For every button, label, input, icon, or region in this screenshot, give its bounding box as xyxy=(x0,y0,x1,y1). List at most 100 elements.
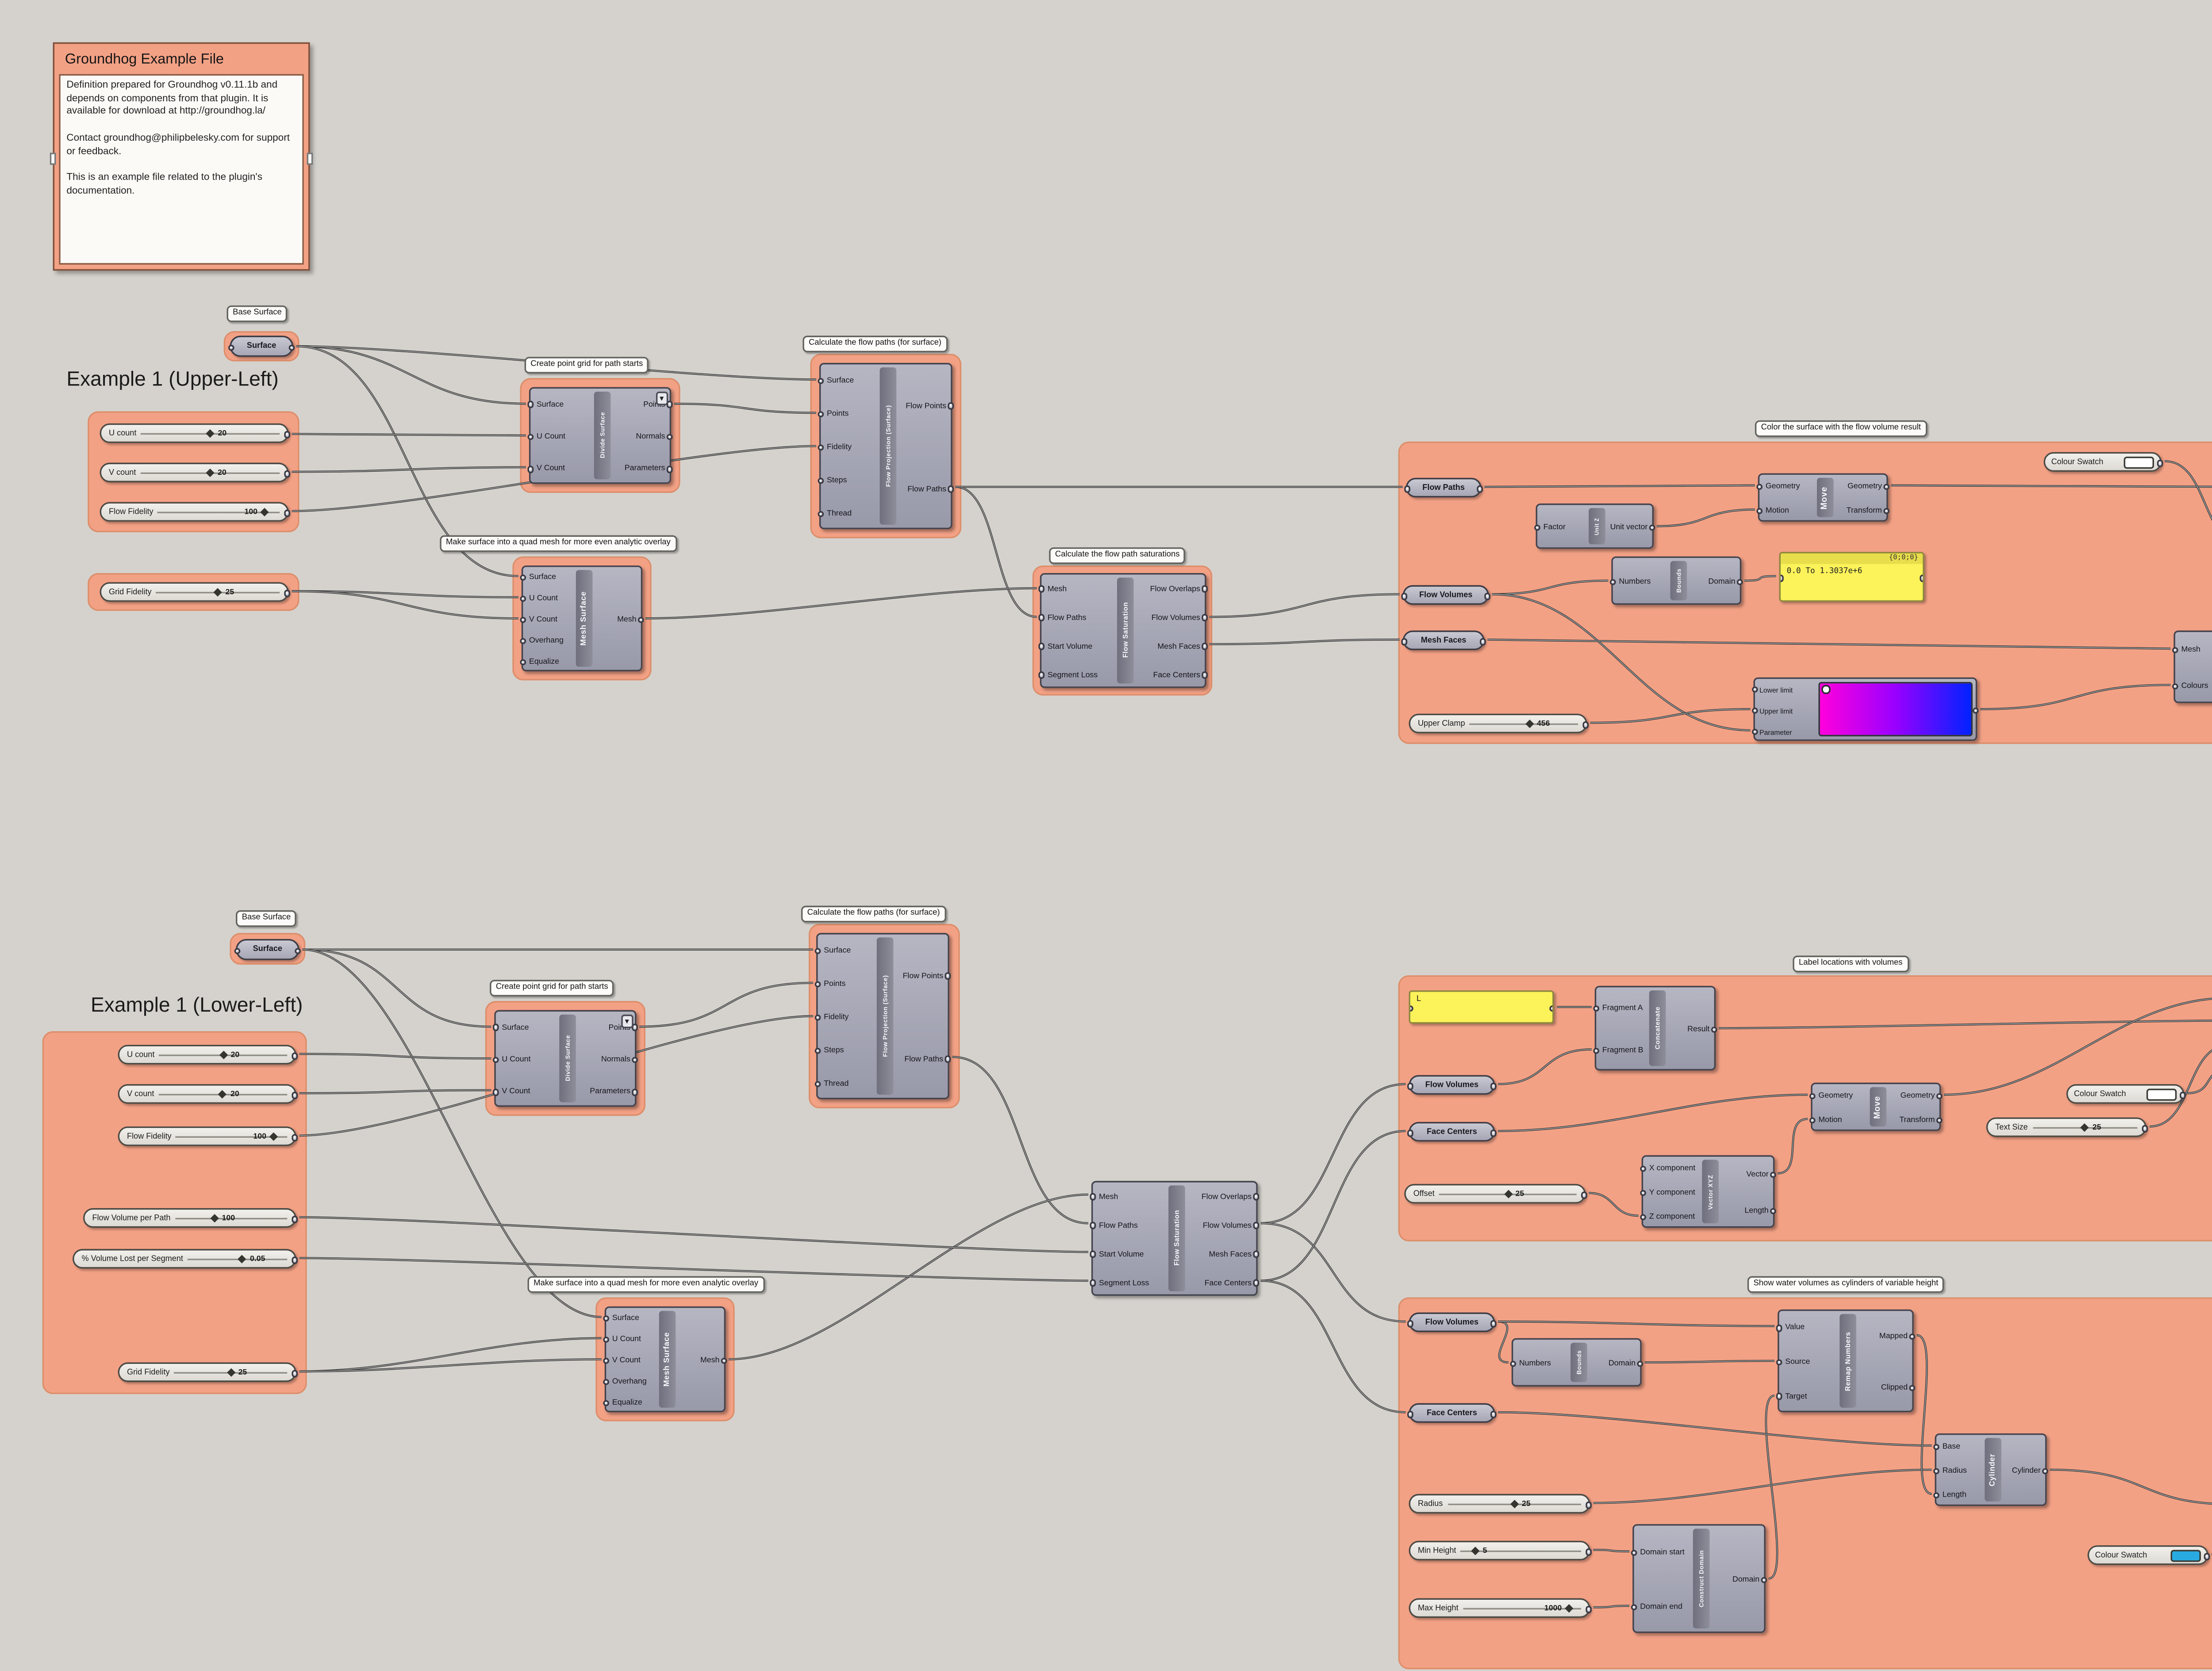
in-port-value[interactable] xyxy=(1776,1324,1783,1332)
in-port-surface[interactable] xyxy=(603,1315,610,1322)
slider-track[interactable]: 20 xyxy=(141,464,280,481)
in-port-surface[interactable] xyxy=(527,401,534,408)
in-port-motion[interactable] xyxy=(1809,1117,1816,1124)
in-port-flow-volumes[interactable] xyxy=(1407,1083,1414,1090)
in-port-u-count[interactable] xyxy=(527,433,534,440)
slider-track[interactable]: 25 xyxy=(1448,1495,1581,1512)
out-port-flow-volumes[interactable] xyxy=(1484,593,1491,600)
out-port-colour[interactable] xyxy=(2204,1553,2211,1560)
slider-track[interactable]: 20 xyxy=(159,1086,288,1102)
out-port-flow-paths[interactable] xyxy=(947,485,954,493)
out-port-data[interactable] xyxy=(1919,575,1923,582)
slider-grip[interactable] xyxy=(1525,719,1534,728)
in-port-mesh-faces[interactable] xyxy=(1401,638,1408,645)
out-port-transform[interactable] xyxy=(1883,508,1890,515)
param-mesh-faces[interactable]: Mesh Faces xyxy=(1401,630,1486,651)
out-port-domain[interactable] xyxy=(1636,1360,1644,1367)
in-port-lower-limit[interactable] xyxy=(1751,686,1759,693)
slider-track[interactable]: 456 xyxy=(1470,715,1578,732)
in-port-fidelity[interactable] xyxy=(817,444,824,451)
in-port-factor[interactable] xyxy=(1534,524,1541,531)
colour-swatch[interactable]: Colour Swatch xyxy=(2066,1084,2186,1104)
component-mesh-colours[interactable]: Mesh ColoursMeshColoursMesh xyxy=(2172,630,2212,703)
slider-grip[interactable] xyxy=(260,507,270,517)
note-panel[interactable]: Groundhog Example File Definition prepar… xyxy=(50,42,313,271)
in-port-data[interactable] xyxy=(1780,575,1784,582)
param-flow-volumes[interactable]: Flow Volumes xyxy=(1407,1075,1497,1095)
in-port-numbers[interactable] xyxy=(1509,1360,1517,1367)
slider-track[interactable]: 25 xyxy=(2032,1119,2137,1136)
out-port-domain[interactable] xyxy=(1736,578,1743,585)
note-resize-handle-left[interactable] xyxy=(50,153,56,165)
in-port-u-count[interactable] xyxy=(519,595,526,602)
slider-grip[interactable] xyxy=(1564,1603,1574,1613)
out-port-value[interactable] xyxy=(2141,1125,2148,1132)
in-port-geometry[interactable] xyxy=(1756,483,1763,490)
out-port-value[interactable] xyxy=(1585,1606,1592,1613)
slider-track[interactable]: 100 xyxy=(175,1209,287,1226)
out-port-mesh[interactable] xyxy=(721,1357,728,1364)
out-port-face-centers[interactable] xyxy=(1201,672,1208,679)
out-port-mesh[interactable] xyxy=(637,616,645,624)
out-port-surface[interactable] xyxy=(294,947,301,955)
swatch-colour-box[interactable] xyxy=(2146,1088,2177,1100)
param-surface[interactable]: Surface xyxy=(234,939,301,960)
out-port-value[interactable] xyxy=(284,590,291,597)
in-port-steps[interactable] xyxy=(817,477,824,485)
in-port-thread[interactable] xyxy=(817,511,824,518)
param-face-centers[interactable]: Face Centers xyxy=(1407,1403,1497,1423)
slider-grip[interactable] xyxy=(1470,1546,1480,1555)
colour-swatch[interactable]: Colour Swatch xyxy=(2043,452,2164,472)
in-port-surface[interactable] xyxy=(492,1024,499,1031)
in-port-base[interactable] xyxy=(1933,1444,1940,1451)
in-port-flow-volumes[interactable] xyxy=(1401,593,1408,600)
out-port-transform[interactable] xyxy=(1936,1117,1943,1124)
out-port-result[interactable] xyxy=(1711,1026,1718,1033)
in-port-points[interactable] xyxy=(817,411,824,418)
out-port-value[interactable] xyxy=(291,1370,298,1377)
in-port-numbers[interactable] xyxy=(1609,578,1617,585)
slider-track[interactable]: 5 xyxy=(1461,1542,1581,1559)
in-port-upper-limit[interactable] xyxy=(1751,707,1759,714)
colour-swatch[interactable]: Colour Swatch xyxy=(2087,1545,2211,1565)
in-port-source[interactable] xyxy=(1776,1359,1783,1366)
out-port-value[interactable] xyxy=(291,1257,298,1264)
out-port-face-centers[interactable] xyxy=(1490,1130,1497,1137)
out-port-gradient[interactable] xyxy=(1972,707,1979,714)
out-port-flow-volumes[interactable] xyxy=(1252,1222,1260,1229)
out-port-flow-volumes[interactable] xyxy=(1201,614,1208,621)
in-port-surface[interactable] xyxy=(814,947,822,955)
out-port-face-centers[interactable] xyxy=(1252,1279,1260,1286)
out-port-flow-paths[interactable] xyxy=(1476,485,1483,493)
in-port-segment-loss[interactable] xyxy=(1038,672,1045,679)
out-port-normals[interactable] xyxy=(666,433,673,440)
in-port-motion[interactable] xyxy=(1756,508,1763,515)
in-port-fragment-a[interactable] xyxy=(1593,1005,1600,1012)
out-port-flow-points[interactable] xyxy=(944,973,951,980)
panel-domain[interactable]: {0;0;0}0.0 To 1.3037e+6 xyxy=(1779,552,1924,602)
in-port-mesh[interactable] xyxy=(1038,585,1045,593)
out-port-value[interactable] xyxy=(1581,1192,1588,1199)
in-port-start-volume[interactable] xyxy=(1038,643,1045,650)
param-surface[interactable]: Surface xyxy=(228,335,295,357)
swatch-colour-box[interactable] xyxy=(2124,456,2154,468)
slider-grip[interactable] xyxy=(1509,1499,1519,1509)
in-port-flow-volumes[interactable] xyxy=(1407,1320,1414,1327)
